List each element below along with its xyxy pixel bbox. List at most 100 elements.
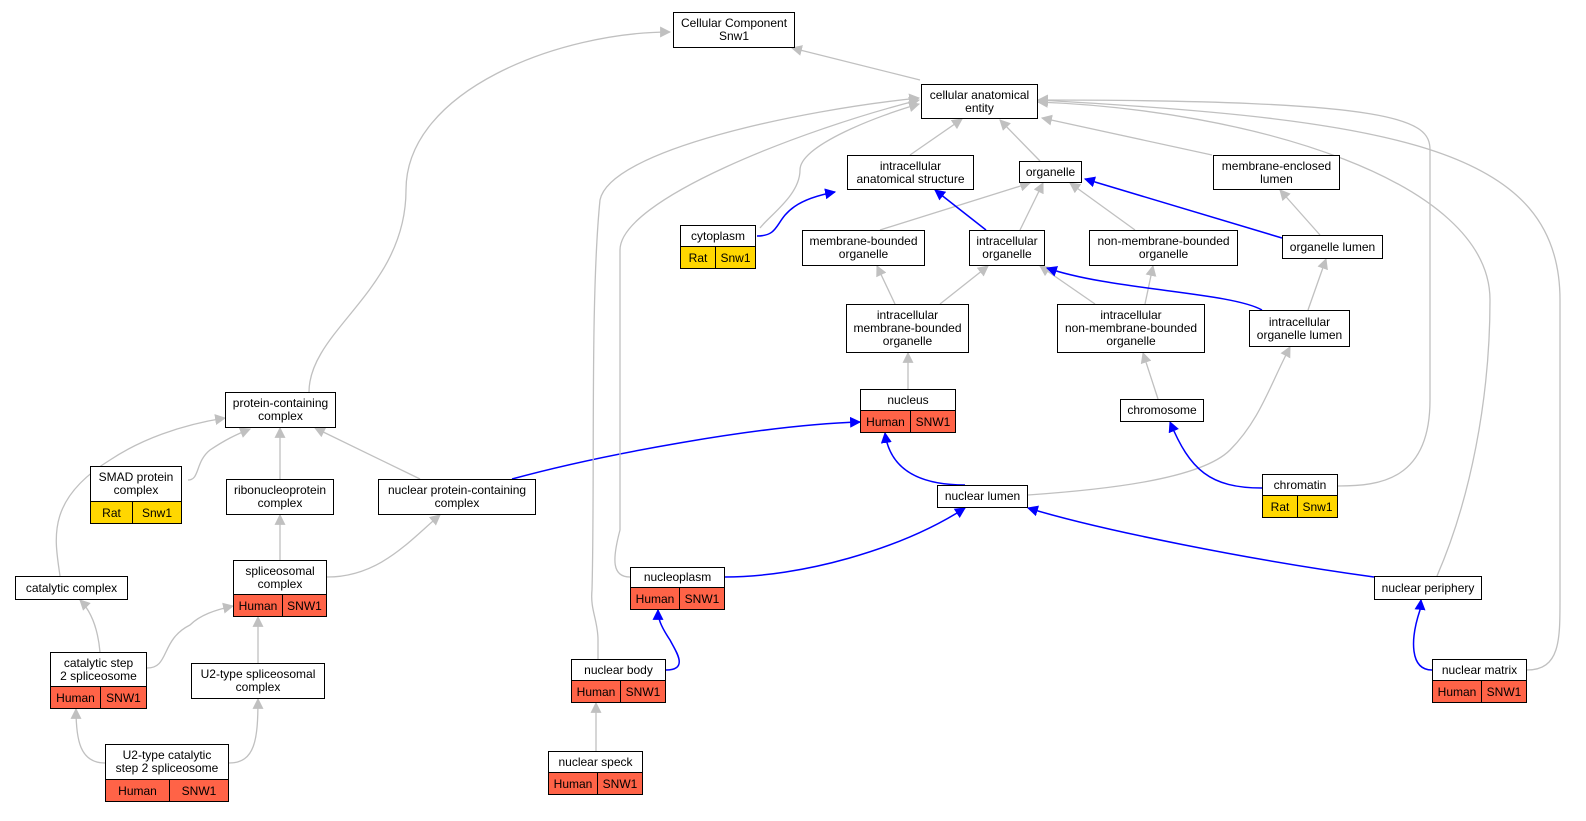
annotation-row: Rat Snw1 — [1263, 495, 1337, 517]
node-label: membrane-enclosed lumen — [1221, 158, 1332, 186]
node-nucleus[interactable]: nucleus Human SNW1 — [860, 389, 956, 433]
species-cell: Human — [118, 783, 157, 798]
node-label: nucleus — [887, 392, 929, 407]
edge-nucleoplasm-to-cae — [614, 97, 921, 578]
species-cell: Rat — [688, 250, 708, 265]
gene-cell: SNW1 — [620, 681, 665, 702]
node-u2-type-catalytic-step-2-spliceosome[interactable]: U2-type catalytic step 2 spliceosome Hum… — [105, 744, 229, 802]
edge-nlumen-to-nucleus — [880, 431, 966, 486]
node-nuclear-protein-containing-complex[interactable]: nuclear protein-containing complex — [378, 479, 536, 515]
node-label: intracellular non-membrane-bounded organ… — [1064, 308, 1198, 348]
edge-nperiph-to-nlumen — [1026, 505, 1375, 578]
node-label: protein-containing complex — [232, 396, 329, 423]
edge-nmbo-to-organelle — [1069, 182, 1136, 231]
species-cell: Human — [238, 598, 278, 613]
species-cell: Human — [866, 414, 905, 429]
node-intracellular-organelle-lumen[interactable]: intracellular organelle lumen — [1249, 310, 1350, 347]
edge-npcc-to-nucleus — [511, 416, 862, 480]
node-non-membrane-bounded-organelle[interactable]: non-membrane-bounded organelle — [1089, 230, 1238, 266]
node-intracellular-anatomical-structure[interactable]: intracellular anatomical structure — [847, 155, 974, 190]
species-cell: Human — [56, 690, 95, 705]
gene-cell: SNW1 — [910, 411, 955, 432]
node-label: nuclear lumen — [944, 489, 1021, 503]
node-ribonucleoprotein-complex[interactable]: ribonucleoprotein complex — [226, 479, 334, 515]
edge-nbody-to-nucleoplasm — [652, 608, 680, 671]
edge-ias-to-cae — [909, 118, 963, 156]
edge-nucleoplasm-to-nlumen — [724, 507, 966, 578]
node-protein-containing-complex[interactable]: protein-containing complex — [225, 392, 336, 428]
node-label: chromosome — [1127, 403, 1197, 417]
edge-mel-to-cae — [1040, 114, 1213, 156]
node-cellular-component[interactable]: Cellular Component Snw1 — [673, 12, 795, 48]
node-label: U2-type catalytic step 2 spliceosome — [115, 748, 219, 775]
gene-cell: SNW1 — [1481, 681, 1526, 702]
node-label: nuclear protein-containing complex — [387, 483, 527, 510]
annotation-row: Human SNW1 — [234, 594, 326, 616]
node-membrane-enclosed-lumen[interactable]: membrane-enclosed lumen — [1213, 155, 1340, 190]
edge-iol-to-ol — [1307, 257, 1328, 311]
gene-cell: Snw1 — [715, 247, 755, 268]
edge-cae-to-cc — [790, 45, 921, 81]
edge-chromatin-to-cae — [1036, 94, 1431, 487]
gene-cell: SNW1 — [597, 773, 642, 794]
node-label: U2-type spliceosomal complex — [200, 667, 316, 694]
node-intracellular-non-membrane-bounded-organelle[interactable]: intracellular non-membrane-bounded organ… — [1057, 304, 1205, 353]
node-chromosome[interactable]: chromosome — [1120, 399, 1204, 422]
edge-nlumen-to-iol — [1027, 346, 1291, 496]
node-label: nuclear periphery — [1381, 580, 1475, 595]
node-intracellular-membrane-bounded-organelle[interactable]: intracellular membrane-bounded organelle — [846, 304, 969, 353]
node-label: chromatin — [1273, 477, 1327, 492]
gene-cell: SNW1 — [679, 588, 724, 609]
species-cell: Rat — [1270, 499, 1290, 514]
node-label: intracellular anatomical structure — [856, 158, 965, 186]
edge-io-to-ias — [934, 189, 987, 231]
node-nuclear-lumen[interactable]: nuclear lumen — [937, 485, 1028, 508]
node-nuclear-periphery[interactable]: nuclear periphery — [1374, 576, 1482, 600]
node-u2-type-spliceosomal-complex[interactable]: U2-type spliceosomal complex — [191, 663, 325, 699]
gene-cell: SNW1 — [282, 595, 326, 616]
node-intracellular-organelle[interactable]: intracellular organelle — [969, 230, 1045, 266]
node-label: catalytic step 2 spliceosome — [60, 655, 137, 683]
edge-nbody-to-cae — [591, 93, 921, 659]
edge-cs2-to-spl — [146, 602, 235, 669]
node-organelle[interactable]: organelle — [1019, 161, 1082, 183]
edge-spl-to-npcc — [326, 514, 441, 578]
edge-iol-to-io — [1045, 266, 1263, 311]
edge-u2cat-to-cs2 — [70, 707, 106, 764]
edge-imbo-to-mbo — [876, 265, 896, 305]
edge-cytoplasm-to-cae — [759, 101, 921, 229]
node-label: nuclear matrix — [1441, 662, 1518, 677]
node-label: nuclear body — [584, 662, 653, 677]
edge-cytoplasm-to-ias — [756, 188, 837, 237]
edge-nmatrix-to-nperiph — [1412, 598, 1433, 671]
edge-npcc-to-pcc — [314, 427, 421, 480]
node-label: non-membrane-bounded organelle — [1097, 234, 1230, 261]
edge-inmbo-to-nmbo — [1144, 264, 1157, 305]
node-label: Cellular Component Snw1 — [680, 16, 788, 43]
node-label: ribonucleoprotein complex — [233, 483, 327, 510]
edge-u2cat-to-u2spl — [228, 697, 264, 764]
node-membrane-bounded-organelle[interactable]: membrane-bounded organelle — [802, 230, 925, 266]
edge-chromatin-to-chromosome — [1168, 420, 1263, 489]
node-chromatin[interactable]: chromatin Rat Snw1 — [1262, 474, 1338, 518]
edge-cs2-to-catc — [79, 599, 101, 653]
annotation-row: Human SNW1 — [861, 410, 955, 432]
node-organelle-lumen[interactable]: organelle lumen — [1282, 235, 1383, 259]
node-cellular-anatomical-entity[interactable]: cellular anatomical entity — [921, 84, 1038, 119]
node-catalytic-complex[interactable]: catalytic complex — [15, 576, 128, 600]
edge-pcc-to-cc — [308, 26, 672, 393]
node-label: intracellular organelle lumen — [1256, 314, 1343, 342]
gene-cell: Snw1 — [1297, 496, 1337, 517]
